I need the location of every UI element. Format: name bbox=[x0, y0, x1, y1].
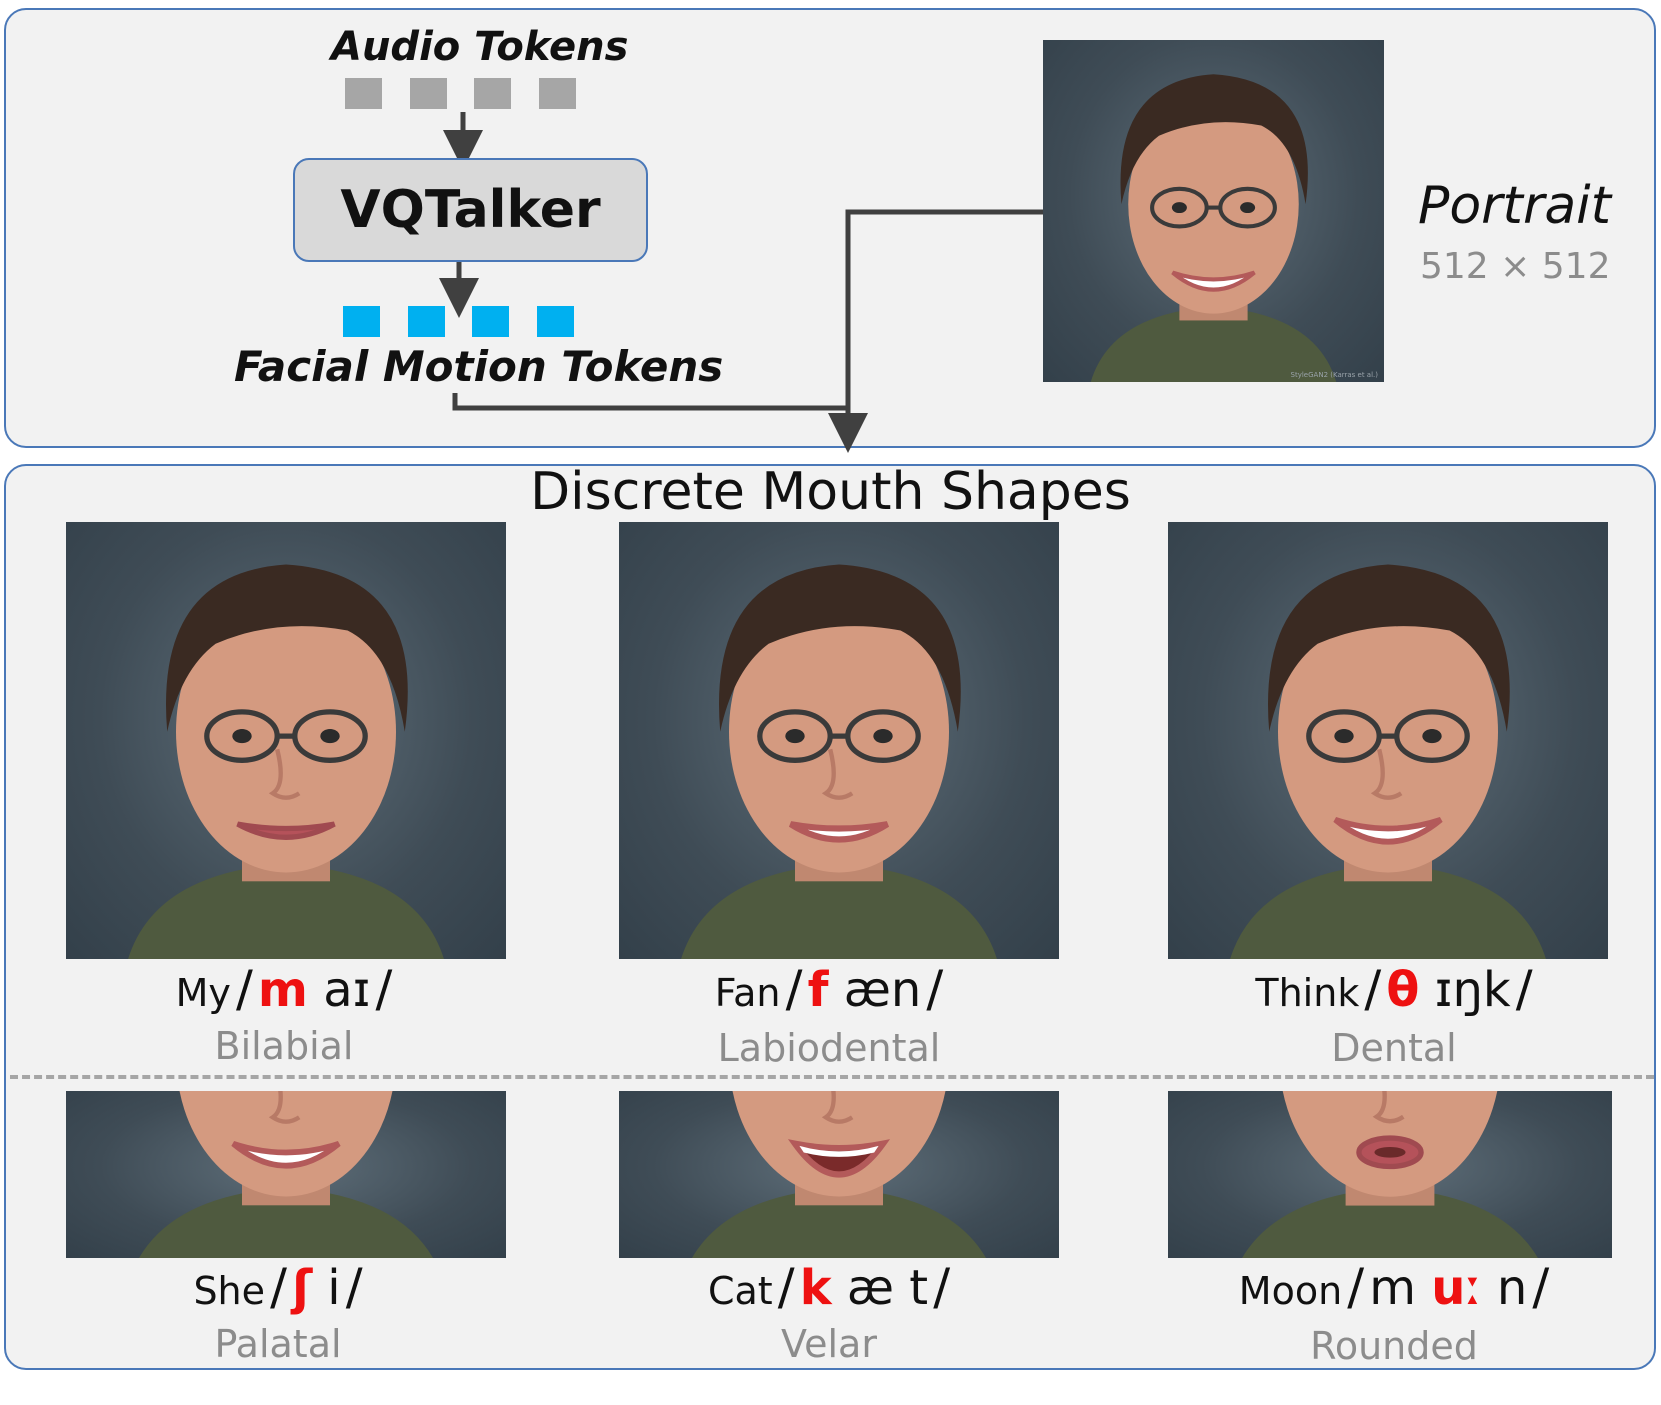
example-word: Think bbox=[1255, 971, 1360, 1015]
phoneme-transcription: Moon / m uː n / bbox=[1238, 1258, 1550, 1316]
mouth-shape-image bbox=[66, 522, 506, 959]
phoneme-transcription: Think / θ ɪŋk / bbox=[1255, 960, 1533, 1018]
ipa-highlight: ʃ bbox=[292, 1260, 312, 1316]
phoneme-transcription: Fan / f æn / bbox=[714, 960, 944, 1018]
audio-token bbox=[410, 78, 447, 109]
phoneme-transcription: My / m aɪ / bbox=[175, 960, 393, 1018]
articulation-category: Dental bbox=[1331, 1026, 1457, 1070]
ipa-suffix: æn bbox=[828, 962, 922, 1018]
ipa-suffix: aɪ bbox=[307, 962, 371, 1018]
audio-token bbox=[345, 78, 382, 109]
audio-token bbox=[539, 78, 576, 109]
example-word: She bbox=[193, 1269, 266, 1313]
phoneme-transcription: She / ʃ i / bbox=[193, 1258, 363, 1316]
example-word: Fan bbox=[714, 971, 781, 1015]
portrait-image: StyleGAN2 (Karras et al.) bbox=[1043, 40, 1384, 382]
motion-token bbox=[343, 306, 380, 337]
mouth-shape-image bbox=[1168, 1091, 1612, 1258]
ipa-highlight: uː bbox=[1431, 1260, 1482, 1316]
portrait-credit: StyleGAN2 (Karras et al.) bbox=[1290, 371, 1378, 379]
portrait-label: Portrait bbox=[1418, 176, 1612, 236]
ipa-suffix: æ t bbox=[831, 1260, 929, 1316]
motion-token bbox=[472, 306, 509, 337]
motion-token bbox=[408, 306, 445, 337]
phoneme-transcription: Cat / k æ t / bbox=[707, 1258, 951, 1316]
ipa-suffix: i bbox=[312, 1260, 341, 1316]
ipa-highlight: k bbox=[799, 1260, 832, 1316]
example-word: My bbox=[175, 971, 231, 1015]
portrait-size-label: 512 × 512 bbox=[1420, 246, 1611, 287]
section-divider bbox=[10, 1075, 1654, 1079]
ipa-suffix: n bbox=[1481, 1260, 1528, 1316]
example-word: Moon bbox=[1238, 1269, 1343, 1313]
ipa-highlight: f bbox=[807, 962, 829, 1018]
example-word: Cat bbox=[707, 1269, 773, 1313]
mouth-shape-image bbox=[1168, 522, 1608, 959]
motion-token bbox=[537, 306, 574, 337]
ipa-prefix: m bbox=[1369, 1260, 1432, 1316]
facial-motion-tokens-label: Facial Motion Tokens bbox=[234, 342, 724, 391]
mouth-shapes-title: Discrete Mouth Shapes bbox=[530, 462, 1131, 522]
vqtalker-label: VQTalker bbox=[340, 180, 601, 240]
articulation-category: Labiodental bbox=[717, 1026, 941, 1070]
articulation-category: Rounded bbox=[1310, 1324, 1478, 1368]
articulation-category: Palatal bbox=[214, 1322, 342, 1366]
mouth-shape-image bbox=[619, 522, 1059, 959]
mouth-shape-image bbox=[619, 1091, 1059, 1258]
articulation-category: Velar bbox=[781, 1322, 877, 1366]
audio-tokens-label: Audio Tokens bbox=[331, 24, 629, 70]
vqtalker-model-box: VQTalker bbox=[293, 158, 648, 262]
ipa-highlight: m bbox=[257, 962, 308, 1018]
audio-token bbox=[474, 78, 511, 109]
mouth-shape-image bbox=[66, 1091, 506, 1258]
ipa-highlight: θ bbox=[1386, 962, 1420, 1018]
ipa-suffix: ɪŋk bbox=[1419, 962, 1511, 1018]
articulation-category: Bilabial bbox=[214, 1024, 354, 1068]
